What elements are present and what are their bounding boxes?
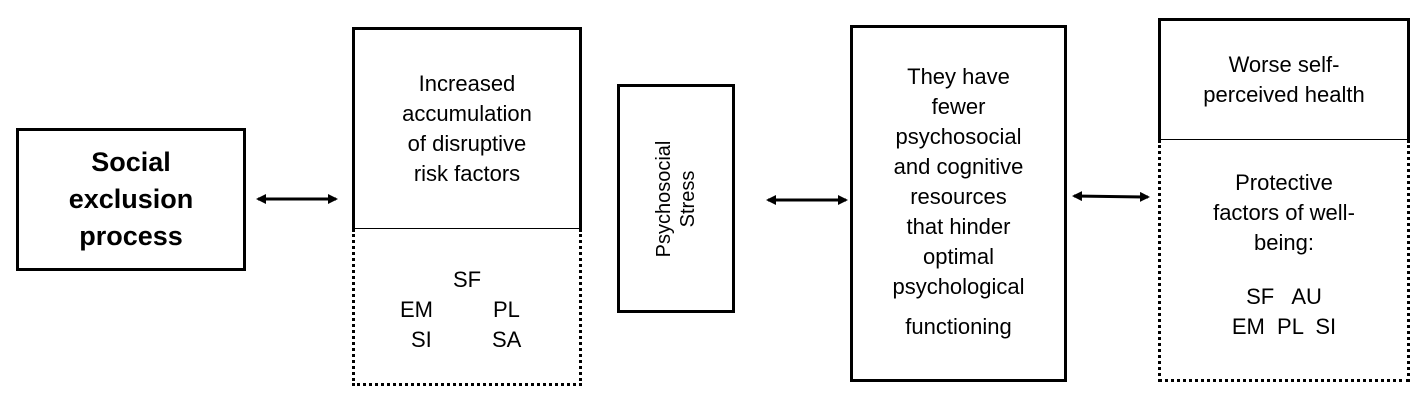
fewer-resources-line-4: and cognitive <box>893 154 1024 179</box>
worse-health-line-2: perceived health <box>1203 82 1365 107</box>
risk-factors-label: Increased accumulation of disruptive ris… <box>402 69 532 189</box>
fewer-resources-line-2: fewer <box>931 94 986 119</box>
risk-factors-box: Increased accumulation of disruptive ris… <box>352 27 582 231</box>
risk-factors-line-1: Increased <box>418 71 516 96</box>
social-exclusion-line-1: Social <box>91 147 171 177</box>
risk-code-em: EM <box>400 297 433 322</box>
worse-health-line-1: Worse self- <box>1228 52 1340 77</box>
fewer-resources-line-6: that hinder <box>906 214 1011 239</box>
risk-factors-line-4: risk factors <box>413 161 521 186</box>
fewer-resources-line-8: psychological <box>892 274 1025 299</box>
protective-codes-row-2: EM PL SI <box>1231 314 1337 339</box>
fewer-resources-line-5: resources <box>910 184 1007 209</box>
protective-factors-label: Protective factors of well- being: SF AU… <box>1161 168 1407 342</box>
worse-health-box: Worse self- perceived health <box>1158 18 1410 142</box>
risk-factors-line-3: of disruptive <box>407 131 527 156</box>
worse-health-label: Worse self- perceived health <box>1203 50 1364 110</box>
risk-code-sa: SA <box>492 327 522 352</box>
social-exclusion-line-3: process <box>79 221 183 251</box>
psychosocial-stress-box: Psychosocial Stress <box>617 84 735 313</box>
fewer-resources-line-7: optimal <box>923 244 994 269</box>
risk-code-si: SI <box>411 327 432 352</box>
risk-code-sf: SF <box>453 267 482 292</box>
protective-factors-box: Protective factors of well- being: SF AU… <box>1158 140 1410 382</box>
fewer-resources-line-3: psychosocial <box>895 124 1022 149</box>
fewer-resources-box: They have fewer psychosocial and cogniti… <box>850 25 1067 382</box>
protective-codes-row-1: SF AU <box>1246 284 1322 309</box>
social-exclusion-label: Social exclusion process <box>69 144 194 255</box>
risk-codes-box: SF EM PL SI SA <box>352 229 582 386</box>
risk-factors-line-2: accumulation <box>402 101 532 126</box>
fewer-resources-line-1: They have <box>907 64 1010 89</box>
protective-line-3: being: <box>1254 230 1314 255</box>
protective-line-1: Protective <box>1235 170 1333 195</box>
social-exclusion-line-2: exclusion <box>68 184 194 214</box>
fewer-resources-label: They have fewer psychosocial and cogniti… <box>853 62 1064 342</box>
arrow-resources-to-health <box>1072 191 1150 202</box>
protective-line-2: factors of well- <box>1213 200 1355 225</box>
social-exclusion-box: Social exclusion process <box>16 128 246 271</box>
risk-code-pl: PL <box>493 297 520 322</box>
fewer-resources-line-9: functioning <box>905 314 1012 339</box>
